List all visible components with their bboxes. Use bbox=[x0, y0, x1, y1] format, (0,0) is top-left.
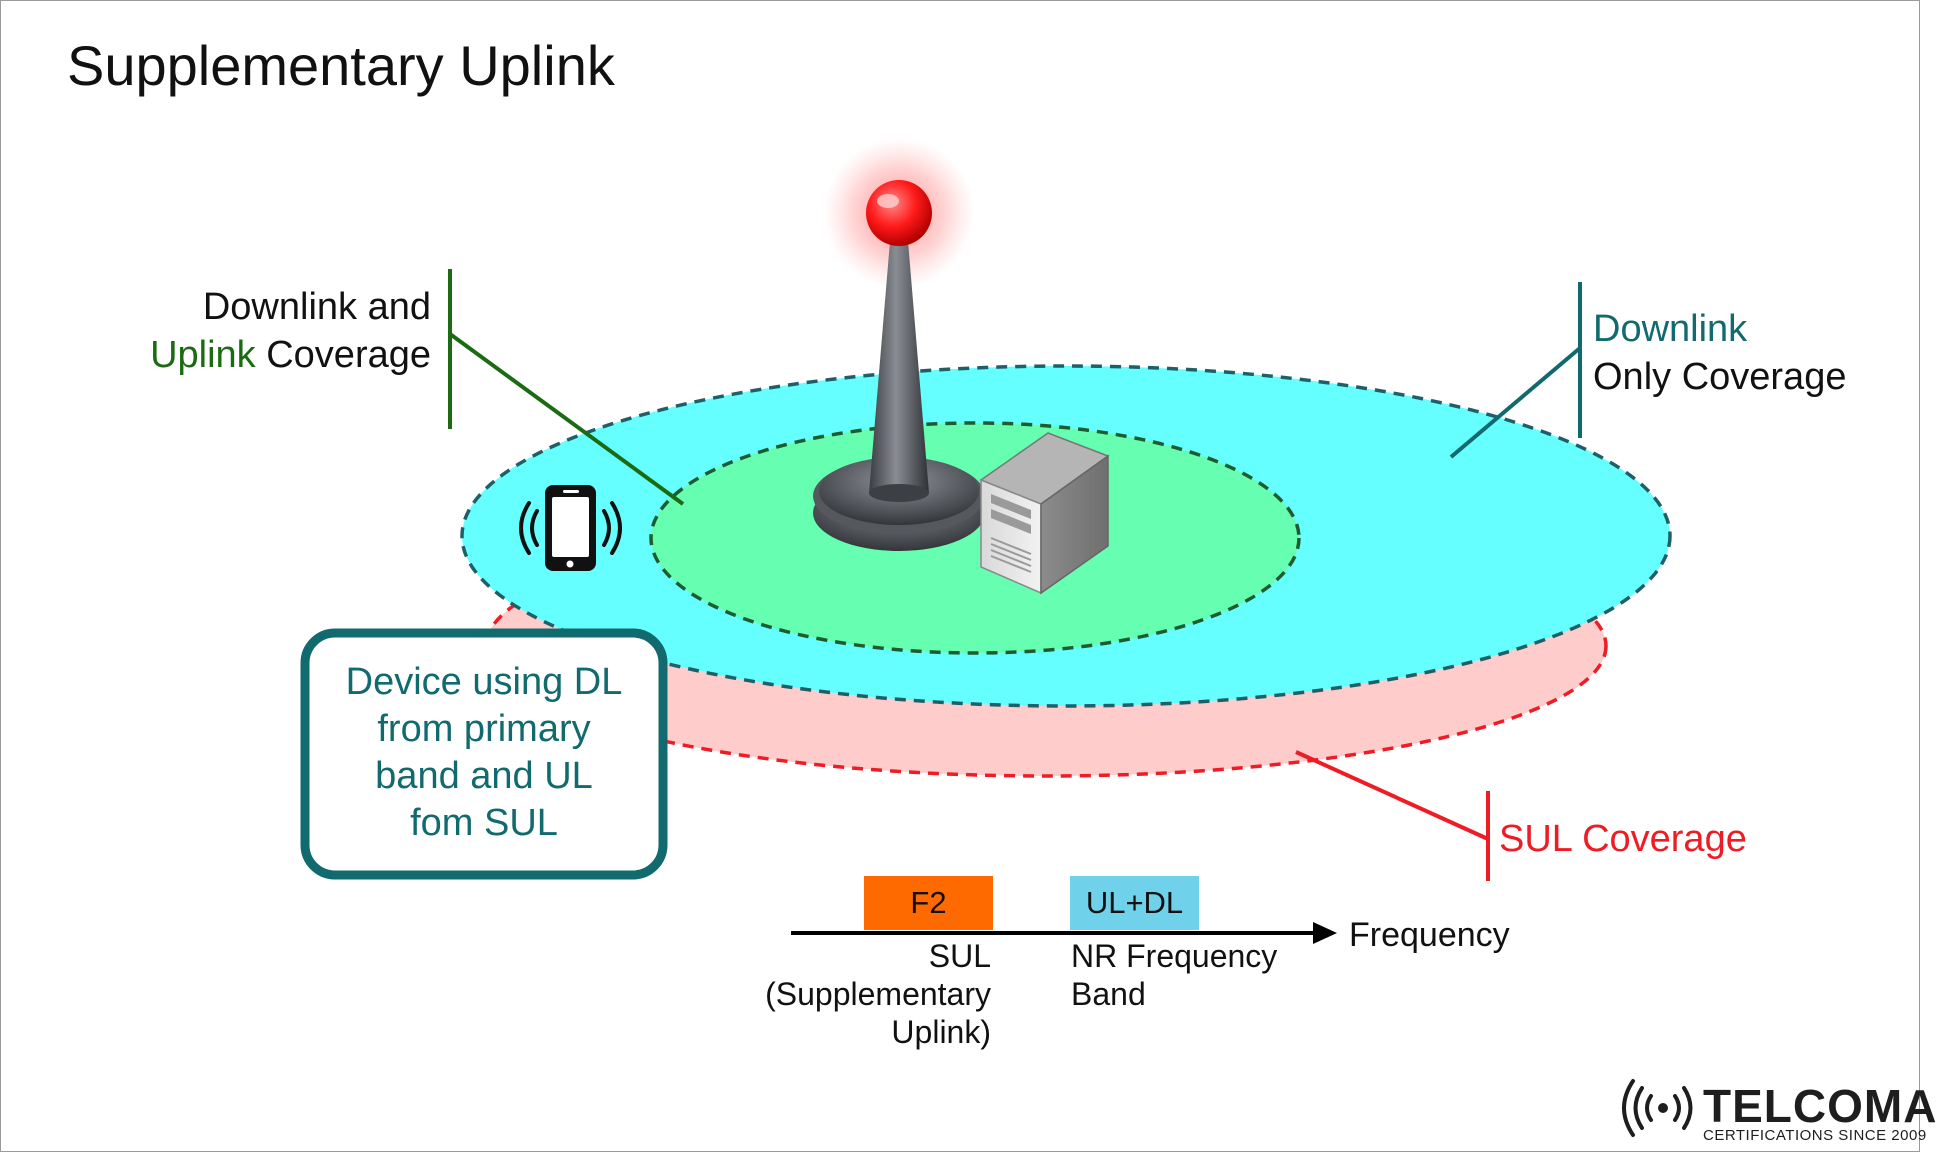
dl-ul-label-line2: Uplink Coverage bbox=[150, 331, 431, 379]
sul-coverage-label: SUL Coverage bbox=[1499, 818, 1747, 860]
dl-ul-label-line1: Downlink and bbox=[202, 286, 431, 328]
antenna-tower-icon bbox=[813, 137, 985, 551]
nr-caption-line: NR Frequency bbox=[1071, 938, 1278, 974]
nr-caption-line: Band bbox=[1071, 976, 1146, 1012]
dl-only-label-line1: Downlink bbox=[1593, 308, 1748, 350]
nr-band-caption: NR Frequency Band bbox=[1071, 937, 1277, 1013]
sul-caption: SUL (Supplementary Uplink) bbox=[765, 937, 991, 1051]
logo-name: TELCOMA bbox=[1703, 1080, 1937, 1132]
uplink-word: Uplink bbox=[150, 334, 256, 376]
device-info-line: band and UL bbox=[375, 755, 593, 797]
downlink-uplink-coverage-area bbox=[649, 421, 1301, 655]
coverage-word: Coverage bbox=[255, 334, 431, 376]
f2-chip-label: F2 bbox=[910, 885, 947, 920]
uldl-band-chip bbox=[1070, 876, 1199, 930]
smartphone-icon bbox=[519, 485, 622, 571]
f2-band-chip bbox=[864, 876, 993, 930]
page-title: Supplementary Uplink bbox=[67, 34, 615, 97]
frequency-axis-arrowhead bbox=[1313, 922, 1337, 944]
device-info-line: fom SUL bbox=[410, 802, 558, 844]
sul-caption-line: SUL bbox=[928, 938, 991, 974]
device-info-box bbox=[300, 628, 668, 880]
device-info-line: from primary bbox=[377, 708, 591, 750]
sul-caption-line: Uplink) bbox=[891, 1014, 991, 1050]
dl-only-leader-line bbox=[1449, 346, 1582, 459]
dl-ul-leader-line bbox=[448, 332, 685, 506]
device-info-text: Device using DL from primary band and UL… bbox=[303, 633, 665, 873]
dl-only-label-line2: Only Coverage bbox=[1593, 356, 1847, 398]
server-icon bbox=[979, 432, 1110, 595]
logo-tagline: CERTIFICATIONS SINCE 2009 bbox=[1703, 1127, 1927, 1144]
device-info-line: Device using DL bbox=[345, 661, 623, 703]
telcoma-logo-icon bbox=[1622, 1079, 1693, 1137]
sul-caption-line: (Supplementary bbox=[765, 976, 991, 1012]
uldl-chip-label: UL+DL bbox=[1085, 885, 1184, 920]
frequency-axis-label: Frequency bbox=[1349, 916, 1510, 954]
dl-only-coverage-label: Downlink Only Coverage bbox=[1593, 305, 1846, 401]
sul-leader-line bbox=[1295, 750, 1489, 841]
dl-ul-coverage-label: Downlink and Uplink Coverage bbox=[150, 283, 431, 379]
